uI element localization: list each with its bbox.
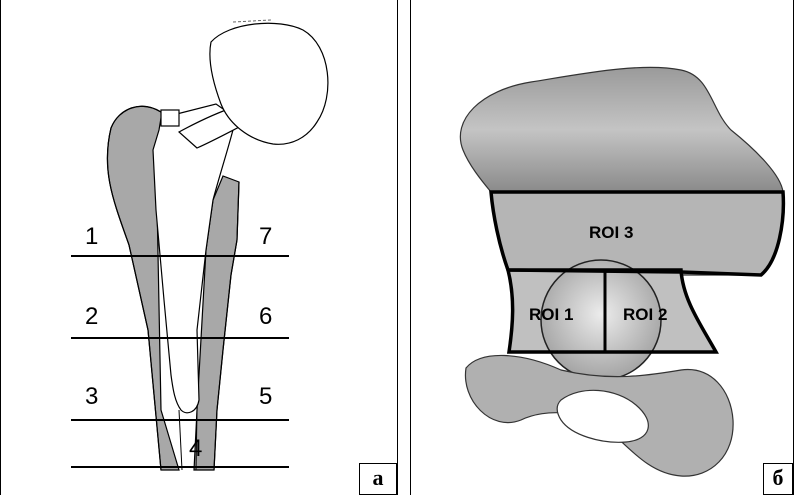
roi-1-label: ROI 1 — [529, 305, 573, 324]
zone-label-1: 1 — [85, 223, 98, 250]
ilium-wing — [460, 67, 783, 192]
panel-b-pelvis-diagram: ROI 3 ROI 1 ROI 2 б — [410, 0, 794, 495]
zone-label-6: 6 — [259, 303, 272, 330]
pelvis-drawing: ROI 3 ROI 1 ROI 2 — [411, 0, 794, 495]
roi-3-label: ROI 3 — [589, 223, 633, 242]
zone-label-5: 5 — [259, 383, 272, 410]
zone-label-3: 3 — [85, 383, 98, 410]
zone-label-7: 7 — [259, 223, 272, 250]
roi-2-label: ROI 2 — [623, 305, 667, 324]
ilium-body — [491, 192, 783, 275]
collar-block — [161, 110, 179, 126]
panel-a-femur-diagram: 1 2 3 4 5 6 7 а — [0, 0, 398, 495]
head-dashed-top — [233, 20, 271, 22]
panel-letter-a: а — [359, 463, 397, 495]
zone-label-4: 4 — [189, 435, 202, 462]
panel-letter-b: б — [763, 463, 793, 495]
zone-label-2: 2 — [85, 303, 98, 330]
femur-stem-drawing: 1 2 3 4 5 6 7 — [1, 0, 398, 495]
